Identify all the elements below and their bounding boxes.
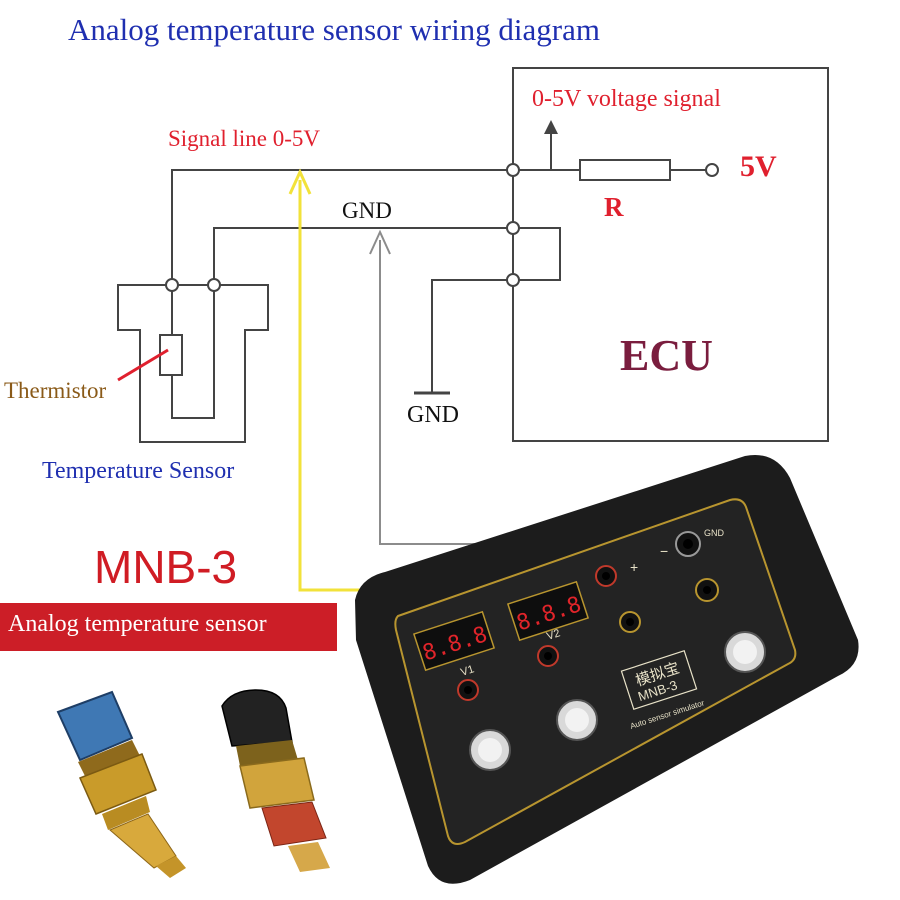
jack-v1[interactable] xyxy=(457,679,479,701)
ecu-terminal-signal xyxy=(506,163,520,177)
display-v1-label: V1 xyxy=(459,663,476,679)
gnd-bottom-label: GND xyxy=(407,402,459,428)
resistor-r xyxy=(579,159,671,181)
thermistor-label: Thermistor xyxy=(4,378,107,403)
jack-v2[interactable] xyxy=(537,645,559,667)
ecu-terminal-chassis xyxy=(506,273,520,287)
temperature-sensor-label: Temperature Sensor xyxy=(42,458,235,484)
ecu-box xyxy=(512,67,829,442)
signal-test-arrow xyxy=(288,168,312,195)
resistor-label: R xyxy=(604,192,624,222)
jack-gnd-label: GND xyxy=(704,528,725,538)
sensor-terminal-gnd xyxy=(207,278,221,292)
jack-plus-label: + xyxy=(630,559,638,575)
ecu-label: ECU xyxy=(620,331,713,380)
display-v2-label: V2 xyxy=(545,627,562,643)
knob-r[interactable] xyxy=(724,631,766,673)
sensor-terminal-signal xyxy=(165,278,179,292)
ecu-gnd-bracket xyxy=(519,227,561,281)
supply-5v-terminal xyxy=(705,163,719,177)
jack-minus-label: − xyxy=(660,543,668,559)
display-v2-frame xyxy=(506,580,590,642)
thermistor-pointer xyxy=(117,348,169,382)
product-banner-text: Analog temperature sensor xyxy=(8,611,267,637)
jack-gnd[interactable] xyxy=(675,531,701,557)
sensor-gnd-wire xyxy=(213,227,513,285)
knob-v1[interactable] xyxy=(469,729,511,771)
supply-5v-label: 5V xyxy=(740,150,777,183)
voltage-signal-label: 0-5V voltage signal xyxy=(532,86,721,112)
brand-plate xyxy=(620,650,698,710)
sensor-photo-blue xyxy=(56,690,186,878)
knob-v2[interactable] xyxy=(556,699,598,741)
chassis-gnd-wire xyxy=(431,279,507,392)
voltage-tap-arrow xyxy=(544,120,558,134)
sensor-photo-black xyxy=(221,689,330,872)
signal-line-label: Signal line 0-5V xyxy=(168,126,321,151)
jack-plus[interactable] xyxy=(595,565,617,587)
thermistor-element xyxy=(159,334,183,376)
sensor-housing xyxy=(117,284,269,443)
product-model: MNB-3 xyxy=(94,541,238,593)
gnd-top-label: GND xyxy=(342,198,392,223)
diagram-title: Analog temperature sensor wiring diagram xyxy=(68,12,600,47)
mnb3-device: 8.8.8 V1 8.8.8 V2 GND − + xyxy=(355,454,859,884)
gnd-test-arrow xyxy=(369,229,391,255)
jack-r-signal[interactable] xyxy=(695,578,719,602)
jack-o2s[interactable] xyxy=(619,611,641,633)
signal-wire xyxy=(171,169,513,285)
product-banner xyxy=(0,603,337,651)
display-v1-frame xyxy=(412,610,496,672)
ecu-terminal-gnd xyxy=(506,221,520,235)
